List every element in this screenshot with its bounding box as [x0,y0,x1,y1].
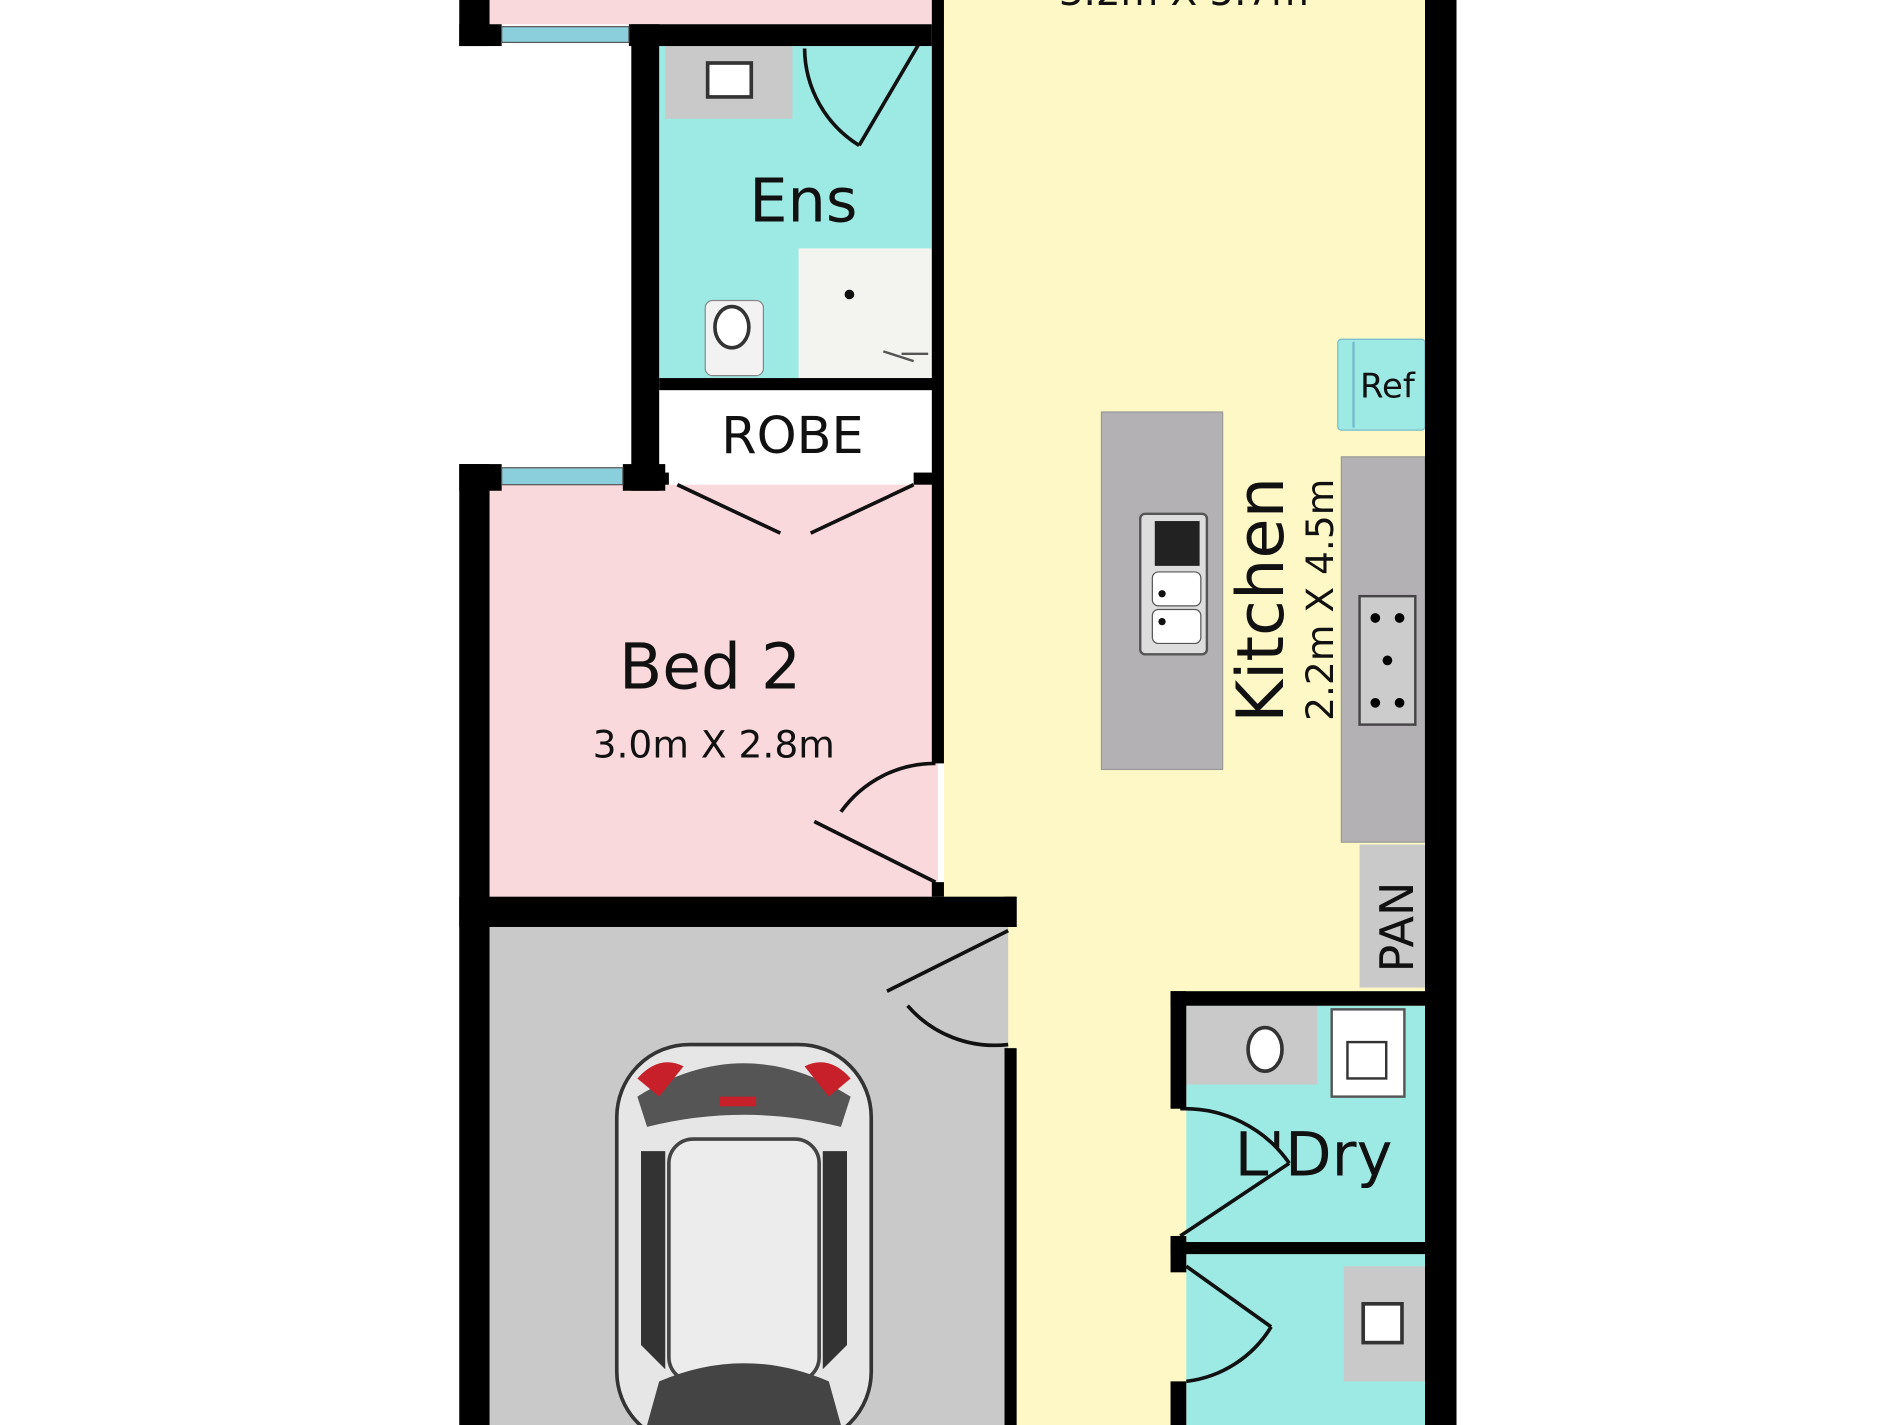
kitchen-label: Kitchen [1223,477,1299,723]
garage-door-icon [886,928,1009,1048]
ensuite-door-icon [802,35,925,147]
window [501,467,624,486]
laundry-door-icon [1179,1106,1291,1238]
kitchen-dimensions: 2.2m X 4.5m [1298,479,1342,721]
bed2-dimensions: 3.0m X 2.8m [593,722,835,766]
bathroom-door-icon [1185,1264,1273,1384]
pantry [1359,844,1425,988]
washer-door [1346,1040,1388,1080]
shower-drain-icon [844,289,855,300]
bed1-floor [489,0,932,25]
toilet-icon [704,299,764,377]
fridge-label: Ref [1360,366,1416,405]
robe-label: ROBE [721,407,863,466]
laundry-sink-icon [1246,1025,1284,1073]
bathroom-basin-icon [1361,1302,1404,1345]
shower-head-icon [882,350,929,363]
cooktop-icon [1358,594,1417,726]
bed2-label: Bed 2 [619,630,801,703]
robe-floor [665,390,932,473]
ensuite-label: Ens [749,167,857,237]
car-icon [614,1042,874,1425]
robe-door-icon [676,483,915,535]
bed2-floor [489,484,938,897]
window [501,26,630,44]
pantry-label: PAN [1370,882,1424,973]
sink-icon [1139,512,1209,656]
laundry-label: L'Dry [1235,1120,1393,1190]
walls [459,0,1457,1425]
washing-machine-icon [1330,1008,1406,1098]
shower-area [798,248,932,379]
living-dimensions: 3.2m X 5.7m [1059,0,1309,15]
basin-icon [705,61,754,99]
bed2-door-icon [813,761,937,884]
